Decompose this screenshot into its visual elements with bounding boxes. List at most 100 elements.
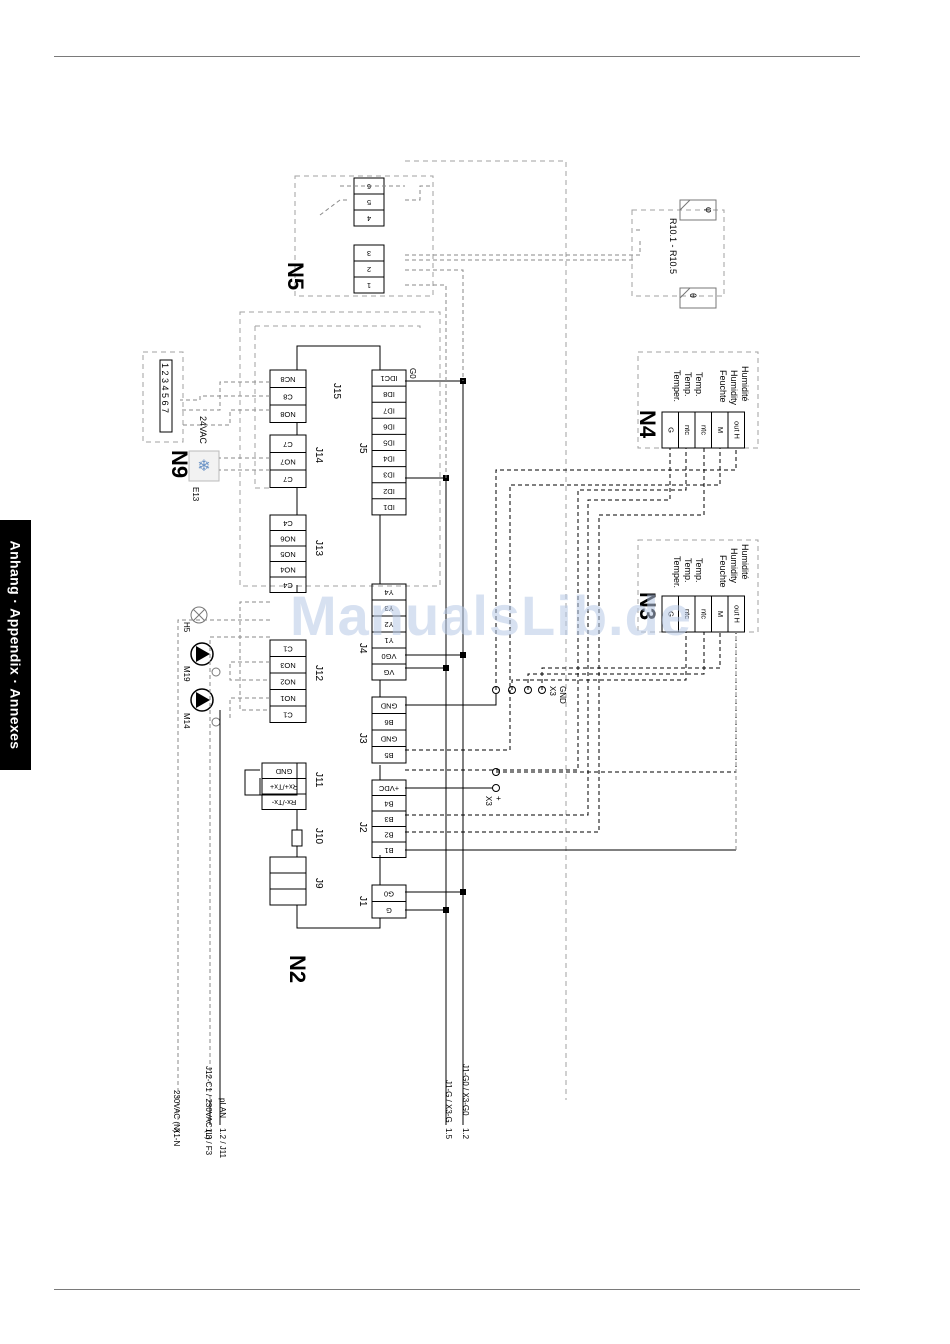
sensor-pin-label: ntc: [683, 609, 692, 619]
n4-temp-3: Temp.: [694, 372, 704, 397]
label-24vac: 24VAC: [198, 416, 208, 444]
pin-label: NO1: [280, 694, 295, 703]
pin-label: C1: [283, 644, 293, 653]
pin-label: B5: [384, 751, 393, 760]
n2-supply-wire: [296, 905, 381, 929]
connector-j9: J9: [269, 856, 324, 906]
e13-fan: ❄ E13: [188, 450, 220, 502]
label-j1: J1: [357, 896, 368, 907]
pin-label: VG0: [381, 652, 396, 661]
n3-temp-2: Temp.: [683, 558, 693, 583]
label-gnd: GND: [558, 686, 567, 704]
label-j2: J2: [357, 822, 368, 833]
pin-label: G: [386, 906, 392, 915]
pin-label: NO4: [280, 565, 295, 574]
label-n3: N3: [635, 592, 660, 620]
label-j11: J11: [313, 772, 324, 788]
label-m19: M19: [182, 666, 191, 682]
pin-label: ID2: [383, 487, 395, 496]
n4-hum-1: Feuchte: [718, 370, 728, 403]
pin-label: C7: [283, 475, 293, 484]
pin-label: B4: [384, 799, 393, 808]
pin-label: 6: [367, 182, 371, 191]
wire-ends: [209, 1100, 221, 1125]
pin-label: Rx-/Tx-: [271, 798, 296, 807]
label-j4: J4: [357, 643, 368, 654]
pin-label: ID1: [383, 503, 395, 512]
n3-hum-3: Humidité: [740, 544, 750, 580]
block-j2-frame: [371, 779, 407, 858]
m19-pump: M19: [182, 642, 221, 682]
n3-hum-2: Humidity: [729, 548, 739, 584]
label-plus: +: [494, 796, 503, 801]
pin-label: Y1: [384, 636, 393, 645]
side-tab: Anhang · Appendix · Annexes: [0, 520, 31, 770]
pin-label: 4: [367, 214, 371, 223]
w2-code: 1.8 / F3: [204, 1128, 213, 1156]
top-rule: [54, 56, 860, 57]
sensor-cell: [727, 411, 745, 449]
block-n5b: 321: [353, 244, 385, 294]
snowflake-icon: ❄: [197, 458, 210, 475]
n3-hum-1: Feuchte: [718, 555, 728, 588]
pin-label: NO7: [280, 457, 295, 466]
sensor-pin-label: ntc: [699, 425, 708, 435]
pin-label: B1: [384, 846, 393, 855]
label-x3-gnd: X3: [548, 686, 557, 696]
label-j10: J10: [313, 828, 324, 845]
block-j1: G0G: [371, 884, 407, 919]
label-x3-plus: X3: [484, 796, 493, 806]
pin-label: NO6: [280, 534, 295, 543]
sensor-pin-label: out H: [732, 421, 741, 439]
wire-annotations: X1-N 230VAC (N) 1.8 / F3 J12-C1 / 230VAC…: [172, 1064, 470, 1159]
pin-label: C4: [283, 519, 293, 528]
pin-label: GND: [380, 701, 397, 710]
n4-hum-2: Humidity: [729, 370, 739, 406]
sensor-pin-label: ntc: [683, 425, 692, 435]
w4-text: J1-G / X3-G: [444, 1080, 453, 1123]
n9-pins: 1 2 3 4 5 6 7: [160, 363, 170, 413]
label-g0: G0: [408, 368, 417, 379]
block-j12-frame: [269, 639, 307, 723]
x3-terminals: [492, 686, 546, 792]
block-n5b-frame: [353, 244, 385, 294]
m14-pump: M14: [182, 688, 221, 729]
pin-label: 3: [367, 249, 371, 258]
w5-text: J1-G0 / X3-G0: [461, 1064, 470, 1116]
label-j5: J5: [357, 443, 368, 454]
pin-label: ID6: [383, 422, 395, 431]
sensor-pin-label: G: [666, 427, 675, 433]
pin-label: GND: [275, 767, 292, 776]
label-n4: N4: [635, 410, 660, 439]
sensor-n3-labels: Temper. Temp. Temp. Feuchte Humidity Hum…: [672, 544, 750, 588]
pin-label: NO3: [280, 661, 295, 670]
w2-text: J12-C1 / 230VAC (L): [204, 1066, 213, 1140]
sensor-pin-label: M: [716, 427, 725, 433]
pin-label: Y4: [384, 588, 393, 597]
pin-label: 5: [367, 198, 371, 207]
sensor-n4-labels: Temper. Temp. Temp. Feuchte Humidity Hum…: [672, 366, 750, 406]
n3-temp-3: Temp.: [694, 558, 704, 583]
h5-lamp: H5: [182, 606, 208, 633]
label-r-theta: θ: [688, 293, 698, 298]
block-j14-frame: [269, 434, 307, 488]
solid-wires: [219, 345, 497, 1125]
block-j11: GND Rx+/Tx+ Rx-/Tx-: [261, 762, 307, 810]
w1-code: X1-N: [172, 1128, 181, 1146]
w5-code: 1.2: [461, 1128, 470, 1140]
pin-label: C7: [283, 440, 293, 449]
n9-border: [142, 351, 184, 443]
pin-label: Rx+/Tx+: [269, 782, 298, 791]
sensor-pin-label: ntc: [699, 609, 708, 619]
pin-label: B2: [384, 830, 393, 839]
label-j9: J9: [313, 878, 324, 889]
pin-label: G0: [384, 889, 394, 898]
connector-labels: J1 J2 J3 J4 J5 J11 J12 J13 J14 J15: [313, 383, 368, 907]
